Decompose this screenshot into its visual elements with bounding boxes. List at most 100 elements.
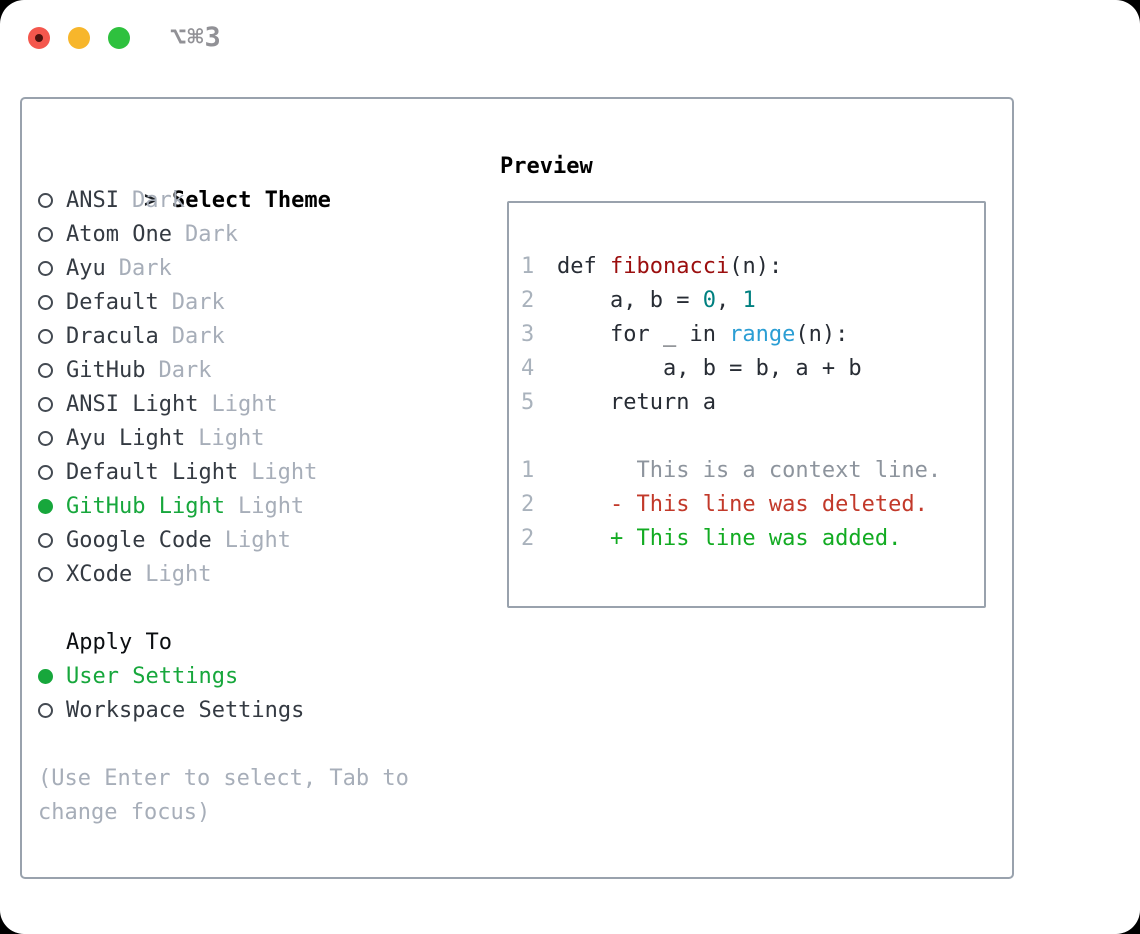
line-number: 1 [521,254,535,279]
code-token: range [729,322,796,347]
preview-code-line: 1 def fibonacci(n): [521,250,984,284]
preview-code-line: 3 for _ in range(n): [521,318,984,352]
theme-option-github[interactable]: GitHub Dark [38,354,488,388]
theme-variant-tag: Dark [184,222,238,247]
preview-code-line [521,420,984,454]
theme-name: GitHub Light [66,494,225,519]
code-token: , [715,288,743,313]
radio-unselected-icon [38,465,53,480]
radio-unselected-icon [38,227,53,242]
theme-name: ANSI [66,188,119,213]
minimize-button[interactable] [68,26,90,49]
radio-unselected-icon [38,431,53,446]
line-number: 2 [521,526,535,551]
traffic-lights [28,26,130,49]
theme-option-google-code[interactable]: Google Code Light [38,524,488,558]
theme-name: Dracula [66,324,159,349]
theme-name: Google Code [66,528,212,553]
code-token: a, b = [557,288,703,313]
radio-unselected-icon [38,397,53,412]
code-token: (n): [795,322,849,347]
theme-variant-tag: Dark [118,256,172,281]
preview-code-line: 1 This is a context line. [521,454,984,488]
line-number: 5 [521,390,535,415]
close-button[interactable] [28,26,50,49]
line-number: 2 [521,288,535,313]
apply-option-workspace-settings[interactable]: Workspace Settings [38,694,488,728]
code-token: + This line was added. [557,526,902,551]
theme-variant-tag: Light [251,460,318,485]
apply-option-user-settings[interactable]: User Settings [38,660,488,694]
radio-unselected-icon [38,363,53,378]
spacer [38,592,488,626]
code-token: fibonacci [609,254,730,279]
fullscreen-button[interactable] [108,26,130,49]
radio-unselected-icon [38,193,53,208]
theme-option-ansi[interactable]: ANSI Dark [38,184,488,218]
apply-to-heading: Apply To [66,630,172,655]
line-number: 1 [521,458,535,483]
radio-unselected-icon [38,329,53,344]
theme-option-ayu[interactable]: Ayu Dark [38,252,488,286]
theme-option-ayu-light[interactable]: Ayu Light Light [38,422,488,456]
theme-name: Atom One [66,222,172,247]
theme-name: Ayu Light [66,426,186,451]
line-number: 4 [521,356,535,381]
theme-name: Ayu [66,256,106,281]
theme-variant-tag: Dark [171,290,225,315]
code-token: - This line was deleted. [557,492,928,517]
theme-variant-tag: Light [224,528,291,553]
radio-selected-icon [38,669,53,684]
theme-name: XCode [66,562,133,587]
theme-name: Default [66,290,159,315]
code-token: for _ in [557,322,730,347]
code-token: (n): [729,254,783,279]
theme-option-default[interactable]: Default Dark [38,286,488,320]
code-token: a, b = b, a + b [557,356,862,381]
apply-option-label: User Settings [66,664,239,689]
keyboard-hint: (Use Enter to select, Tab to change focu… [38,766,409,825]
preview-heading: Preview [500,154,593,179]
select-theme-heading-label: Select Theme [171,188,331,213]
window-shortcut-label: ⌥⌘3 [170,22,222,53]
code-token: This is a context line. [557,458,942,483]
theme-variant-tag: Light [211,392,278,417]
prompt-icon: > [143,188,158,213]
code-token: 0 [702,288,716,313]
preview-code-line: 2 a, b = 0, 1 [521,284,984,318]
theme-name: ANSI Light [66,392,199,417]
radio-selected-icon [38,499,53,514]
theme-variant-tag: Light [145,562,212,587]
theme-variant-tag: Light [237,494,305,519]
code-token: def [557,254,610,279]
radio-unselected-icon [38,533,53,548]
radio-unselected-icon [38,261,53,276]
theme-variant-tag: Dark [131,188,185,213]
titlebar: ⌥⌘3 [0,0,1140,75]
code-token: return a [557,390,716,415]
line-number: 3 [521,322,535,347]
apply-option-label: Workspace Settings [66,698,305,723]
theme-option-github-light[interactable]: GitHub Light Light [38,490,488,524]
theme-name: GitHub [66,358,146,383]
theme-variant-tag: Light [198,426,265,451]
theme-option-ansi-light[interactable]: ANSI Light Light [38,388,488,422]
radio-unselected-icon [38,295,53,310]
preview-code-line: 4 a, b = b, a + b [521,352,984,386]
line-number: 2 [521,492,535,517]
code-token: 1 [742,288,756,313]
select-theme-heading: > Select Theme [38,150,488,213]
theme-option-xcode[interactable]: XCode Light [38,558,488,592]
theme-option-atom-one[interactable]: Atom One Dark [38,218,488,252]
theme-variant-tag: Dark [158,358,212,383]
preview-code-line: 2 - This line was deleted. [521,488,984,522]
preview-code-line: 5 return a [521,386,984,420]
